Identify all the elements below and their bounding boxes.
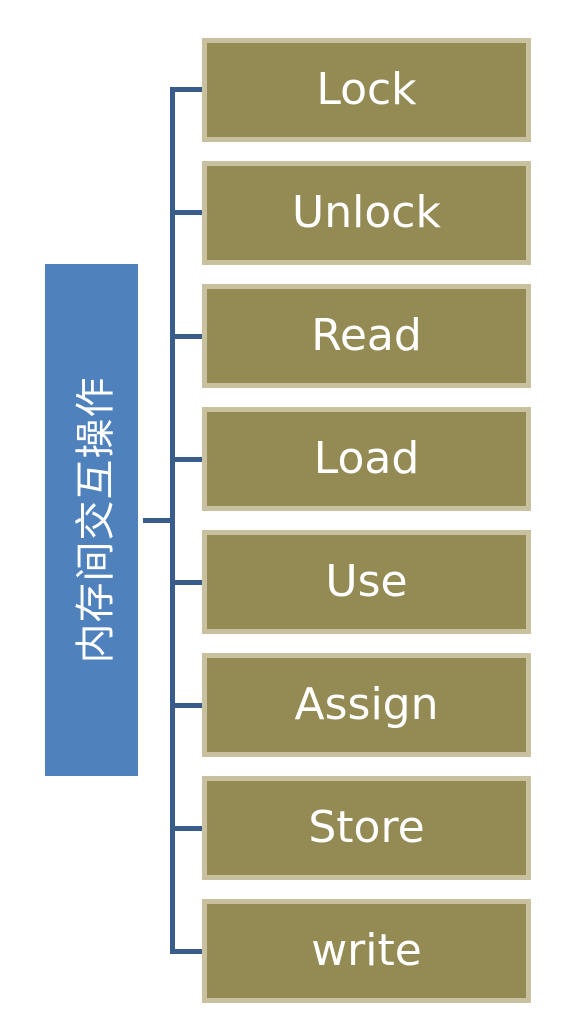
branch-connector bbox=[170, 949, 202, 954]
child-node-fill: Read bbox=[207, 289, 526, 383]
child-node-label: Unlock bbox=[292, 187, 441, 238]
child-node-read: Read bbox=[202, 284, 531, 388]
branch-connector bbox=[170, 334, 202, 339]
child-node-fill: Use bbox=[207, 535, 526, 629]
child-node-label: Use bbox=[325, 556, 408, 607]
branch-connector bbox=[170, 826, 202, 831]
child-node-label: Load bbox=[313, 433, 420, 484]
branch-connector bbox=[170, 457, 202, 462]
trunk-connector bbox=[170, 87, 175, 953]
child-node-fill: Lock bbox=[207, 43, 526, 137]
child-node-assign: Assign bbox=[202, 653, 531, 757]
child-node-label: Assign bbox=[294, 679, 439, 730]
child-node-lock: Lock bbox=[202, 38, 531, 142]
child-node-label: Lock bbox=[316, 64, 417, 115]
child-node-fill: Store bbox=[207, 781, 526, 875]
branch-connector bbox=[170, 703, 202, 708]
child-node-fill: Assign bbox=[207, 658, 526, 752]
child-node-store: Store bbox=[202, 776, 531, 880]
root-connector bbox=[143, 518, 175, 523]
child-node-fill: Load bbox=[207, 412, 526, 506]
child-node-write: write bbox=[202, 899, 531, 1003]
child-node-fill: Unlock bbox=[207, 166, 526, 260]
branch-connector bbox=[170, 87, 202, 92]
branch-connector bbox=[170, 210, 202, 215]
root-node-label: 内存间交互操作 bbox=[72, 376, 119, 664]
root-node: 内存间交互操作 bbox=[45, 264, 138, 776]
branch-connector bbox=[170, 580, 202, 585]
child-node-fill: write bbox=[207, 904, 526, 998]
child-node-use: Use bbox=[202, 530, 531, 634]
child-node-label: Read bbox=[311, 310, 422, 361]
child-node-unlock: Unlock bbox=[202, 161, 531, 265]
child-node-label: write bbox=[311, 925, 422, 976]
child-node-load: Load bbox=[202, 407, 531, 511]
child-node-label: Store bbox=[308, 802, 425, 853]
